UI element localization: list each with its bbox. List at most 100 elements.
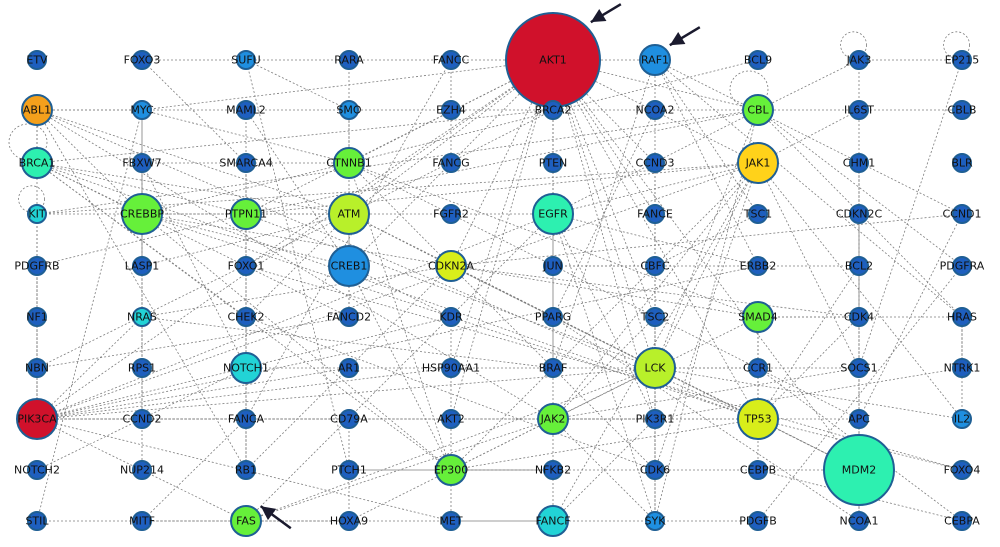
node-circle-syk[interactable] [645, 511, 665, 531]
node-circle-fbxw7[interactable] [132, 153, 152, 173]
node-nup214[interactable]: NUP214 [120, 460, 164, 480]
node-circle-sufu[interactable] [236, 50, 256, 70]
node-circle-ctnnb1[interactable] [333, 147, 365, 179]
node-circle-creb1[interactable] [328, 245, 370, 287]
node-hsp90aa1[interactable]: HSP90AA1 [422, 358, 480, 378]
node-cdkn2a[interactable]: CDKN2A [428, 250, 475, 282]
node-cblb[interactable]: CBLB [948, 100, 977, 120]
node-sufu[interactable]: SUFU [231, 50, 261, 70]
node-circle-jun[interactable] [543, 256, 563, 276]
node-fancg[interactable]: FANCG [432, 153, 470, 173]
node-circle-brca2[interactable] [543, 100, 563, 120]
node-circle-ncoa1[interactable] [849, 511, 869, 531]
node-pparg[interactable]: PPARG [535, 307, 571, 327]
node-circle-jak1[interactable] [737, 142, 779, 184]
node-cebpb[interactable]: CEBPB [740, 460, 776, 480]
node-circle-ncoa2[interactable] [645, 100, 665, 120]
node-circle-ccnd2[interactable] [132, 409, 152, 429]
node-circle-tsc1[interactable] [748, 204, 768, 224]
node-rara[interactable]: RARA [334, 50, 364, 70]
node-circle-fancd2[interactable] [339, 307, 359, 327]
node-circle-cdk4[interactable] [849, 307, 869, 327]
node-circle-socs1[interactable] [849, 358, 869, 378]
node-jak1[interactable]: JAK1 [737, 142, 779, 184]
node-pdgfra[interactable]: PDGFRA [940, 256, 985, 276]
node-fgfr2[interactable]: FGFR2 [433, 204, 469, 224]
node-circle-ezh4[interactable] [441, 100, 461, 120]
node-brca1[interactable]: BRCA1 [19, 147, 56, 179]
node-creb1[interactable]: CREB1 [328, 245, 370, 287]
node-rps1[interactable]: RPS1 [128, 358, 156, 378]
node-circle-notch2[interactable] [27, 460, 47, 480]
node-circle-fance[interactable] [645, 204, 665, 224]
node-apc[interactable]: APC [848, 409, 870, 429]
node-foxo3[interactable]: FOXO3 [124, 50, 161, 70]
node-ar1[interactable]: AR1 [338, 358, 360, 378]
node-circle-hoxa9[interactable] [339, 511, 359, 531]
node-circle-pten[interactable] [543, 153, 563, 173]
node-nfkb2[interactable]: NFKB2 [535, 460, 571, 480]
node-atm[interactable]: ATM [328, 193, 370, 235]
node-circle-il6st[interactable] [849, 100, 869, 120]
node-foxo4[interactable]: FOXO4 [944, 460, 981, 480]
node-circle-pdgfra[interactable] [952, 256, 972, 276]
node-kit[interactable]: KIT [27, 204, 47, 224]
node-blr[interactable]: BLR [951, 153, 973, 173]
node-il6st[interactable]: IL6ST [844, 100, 874, 120]
node-ncoa1[interactable]: NCOA1 [840, 511, 879, 531]
node-fancd2[interactable]: FANCD2 [327, 307, 371, 327]
node-circle-erbb2[interactable] [748, 256, 768, 276]
node-akt2[interactable]: AKT2 [437, 409, 465, 429]
node-circle-fancg[interactable] [441, 153, 461, 173]
node-circle-pik3ca[interactable] [16, 398, 58, 440]
node-ntrk1[interactable]: NTRK1 [944, 358, 981, 378]
node-hoxa9[interactable]: HOXA9 [330, 511, 368, 531]
node-abl1[interactable]: ABL1 [21, 94, 53, 126]
node-nras[interactable]: NRAS [127, 307, 157, 327]
node-ptch1[interactable]: PTCH1 [331, 460, 367, 480]
node-nf1[interactable]: NF1 [26, 307, 48, 327]
node-circle-bcl2[interactable] [849, 256, 869, 276]
node-circle-ar1[interactable] [339, 358, 359, 378]
node-notch1[interactable]: NOTCH1 [223, 352, 269, 384]
node-circle-cdk6[interactable] [645, 460, 665, 480]
node-circle-braf[interactable] [543, 358, 563, 378]
node-circle-ep300[interactable] [435, 454, 467, 486]
node-circle-cbl[interactable] [742, 94, 774, 126]
node-met[interactable]: MET [439, 511, 463, 531]
node-pdgfb[interactable]: PDGFB [739, 511, 777, 531]
node-fance[interactable]: FANCE [637, 204, 673, 224]
node-ncoa2[interactable]: NCOA2 [636, 100, 675, 120]
node-notch2[interactable]: NOTCH2 [14, 460, 60, 480]
node-circle-blr[interactable] [952, 153, 972, 173]
node-foxo1[interactable]: FOXO1 [228, 256, 265, 276]
node-circle-jak3[interactable] [849, 50, 869, 70]
node-braf[interactable]: BRAF [539, 358, 568, 378]
node-cd79a[interactable]: CD79A [330, 409, 368, 429]
node-raf1[interactable]: RAF1 [639, 44, 671, 76]
node-circle-pik3r1[interactable] [645, 409, 665, 429]
node-nbn[interactable]: NBN [25, 358, 49, 378]
node-cbl[interactable]: CBL [742, 94, 774, 126]
node-jun[interactable]: JUN [542, 256, 563, 276]
node-il2[interactable]: IL2 [952, 409, 972, 429]
node-fancf[interactable]: FANCF [535, 505, 571, 537]
node-smo[interactable]: SMO [336, 100, 362, 120]
node-circle-ccnd1[interactable] [952, 204, 972, 224]
node-ccnd1[interactable]: CCND1 [942, 204, 982, 224]
node-circle-lck[interactable] [634, 347, 676, 389]
node-circle-foxo3[interactable] [132, 50, 152, 70]
node-chm1[interactable]: CHM1 [843, 153, 875, 173]
node-circle-fgfr2[interactable] [441, 204, 461, 224]
node-socs1[interactable]: SOCS1 [840, 358, 878, 378]
node-erbb2[interactable]: ERBB2 [740, 256, 777, 276]
node-ctnnb1[interactable]: CTNNB1 [326, 147, 372, 179]
node-ccr1[interactable]: CCR1 [743, 358, 773, 378]
node-fbxw7[interactable]: FBXW7 [122, 153, 162, 173]
node-ccnd2[interactable]: CCND2 [122, 409, 162, 429]
node-ptpn11[interactable]: PTPN11 [225, 198, 267, 230]
node-circle-mdm2[interactable] [823, 434, 895, 506]
node-circle-pdgfrb[interactable] [27, 256, 47, 276]
node-stil[interactable]: STIL [25, 511, 49, 531]
node-circle-bcl9[interactable] [748, 50, 768, 70]
